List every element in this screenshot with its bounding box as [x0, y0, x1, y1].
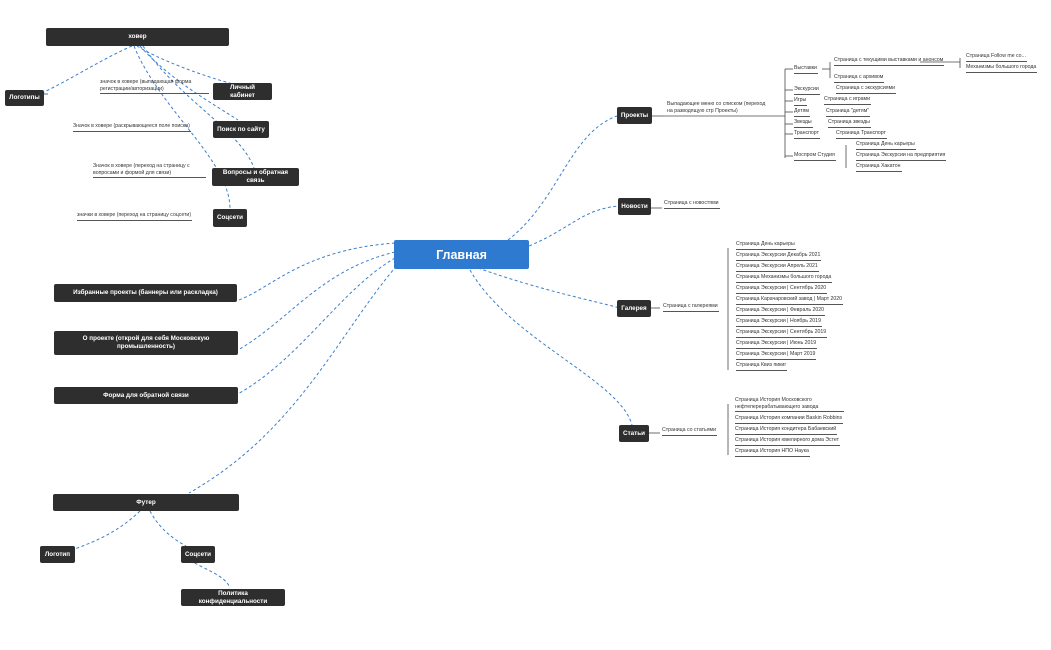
studio-hack-label: Страница Хакатон — [856, 163, 902, 172]
cabinet-node[interactable]: Личный кабинет — [213, 83, 272, 100]
articles-node[interactable]: Статьи — [619, 425, 649, 442]
stars-label: Звезды — [794, 119, 813, 128]
gallery-item: Страница Экскурсии | Сентябрь 2019 — [736, 329, 828, 338]
studio-career-label: Страница День карьеры — [856, 141, 916, 150]
ex-archive-label: Страница с архивом — [834, 74, 885, 83]
socials-node[interactable]: Соцсети — [213, 209, 247, 227]
gallery-item: Страница Квиз пикиг — [736, 362, 788, 371]
projects-note: Выпадающее меню со списком (переход на р… — [667, 101, 766, 114]
kids-label: Детям — [794, 108, 810, 117]
games-label: Игры — [794, 97, 808, 106]
search-note: Значок в ховере (раскрывающееся поле пои… — [73, 123, 191, 132]
gallery-item: Страница Механизмы большого города — [736, 274, 833, 283]
transport-page-label: Страница Транспорт — [836, 130, 887, 139]
featured-node[interactable]: Избранные проекты (баннеры или раскладка… — [54, 284, 237, 302]
gallery-page-label: Страница с галереями — [663, 303, 719, 312]
studio-label: Моспром Студия — [794, 152, 836, 161]
cover-node[interactable]: ховер — [46, 28, 229, 46]
article-item: Страница История компании Baskin Robbins — [735, 415, 844, 424]
kids-page-label: Страница "детям" — [826, 108, 871, 117]
footer-socials-node[interactable]: Соцсети — [181, 546, 215, 563]
article-item: Страница История ювелирного дома Эстет — [735, 437, 841, 446]
gallery-item: Страница Экскурсии Декабрь 2021 — [736, 252, 822, 261]
news-page-label: Страница с новостями — [664, 200, 720, 209]
transport-label: Транспорт — [794, 130, 820, 139]
questions-note: Значок в ховере (переход на страницу с в… — [93, 163, 206, 178]
article-item: Страница История НПО Наука — [735, 448, 810, 457]
footer-node[interactable]: Футер — [53, 494, 239, 511]
exhibitions-label: Выставки — [794, 65, 818, 74]
games-page-label: Страница с играми — [824, 96, 872, 105]
article-item: Страница История Московского нефтеперера… — [735, 397, 844, 412]
main-node[interactable]: Главная — [394, 240, 529, 269]
ex-follow-label: Страница Follow me со... — [966, 53, 1027, 62]
search-node[interactable]: Поиск по сайту — [213, 121, 269, 138]
gallery-item: Страница Экскурсии | Март 2019 — [736, 351, 817, 360]
article-item: Страница История кондитера Бабаевский — [735, 426, 838, 435]
gallery-node[interactable]: Галерея — [617, 300, 651, 317]
gallery-item: Страница Экскурсии | Ноябрь 2019 — [736, 318, 822, 327]
excursions-page-label: Страница с экскурсиями — [836, 85, 897, 94]
about-node[interactable]: О проекте (открой для себя Московскую пр… — [54, 331, 238, 355]
footer-logo-node[interactable]: Логотип — [40, 546, 75, 563]
news-node[interactable]: Новости — [618, 198, 651, 215]
cabinet-note: значок в ховере (выпадающая форма регист… — [100, 79, 209, 94]
stars-page-label: Страница звезды — [828, 119, 871, 128]
gallery-item: Страница Карачаровский завод | Март 2020 — [736, 296, 844, 305]
logos-node[interactable]: Логотипы — [5, 90, 44, 106]
socials-note: значки в ховере (переход на страницу соц… — [77, 212, 193, 221]
gallery-item: Страница Экскурсии Апрель 2021 — [736, 263, 819, 272]
feedback-node[interactable]: Форма для обратной связи — [54, 387, 238, 404]
privacy-node[interactable]: Политика конфиденциальности — [181, 589, 285, 606]
studio-excursions-label: Страница Экскурсии на предприятия — [856, 152, 947, 161]
gallery-item: Страница Экскурсии | Февраль 2020 — [736, 307, 826, 316]
questions-node[interactable]: Вопросы и обратная связь — [212, 168, 299, 186]
excursions-label: Экскурсии — [794, 86, 820, 95]
gallery-item: Страница Экскурсии | Сентябрь 2020 — [736, 285, 828, 294]
articles-page-label: Страница со статьями — [662, 427, 717, 436]
ex-mech-label: Механизмы большого города — [966, 64, 1038, 73]
projects-node[interactable]: Проекты — [617, 107, 652, 124]
gallery-item: Страница Экскурсии | Июнь 2019 — [736, 340, 818, 349]
gallery-item: Страница День карьеры — [736, 241, 796, 250]
ex-current-label: Страница с текущими выставками и анонсом — [834, 57, 945, 66]
